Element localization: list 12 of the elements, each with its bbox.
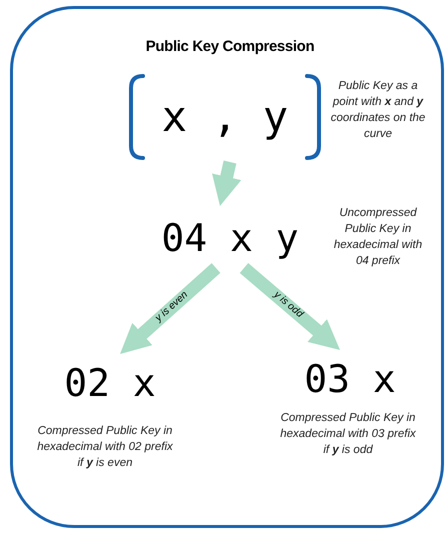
node-caption: Uncompressed Public Key in hexadecimal with 04 prefix [332,206,424,269]
diagram-title: Public Key Compression [144,37,316,57]
node-caption: Compressed Public Key in hexadecimal with 03 prefix if y is odd [280,411,416,458]
arrow [212,160,242,206]
key-value-text: 02 x [64,364,156,402]
arrow [240,263,340,350]
node-caption: Compressed Public Key in hexadecimal with 02 prefix if y is even [36,424,174,471]
arrow [120,263,220,354]
key-value-text: 03 x [304,360,396,398]
key-value-text: x , y [162,96,288,138]
key-value-text: 04 x y [161,219,299,257]
node-caption: Public Key as a point with x and y coordinates on the curve [330,79,426,142]
